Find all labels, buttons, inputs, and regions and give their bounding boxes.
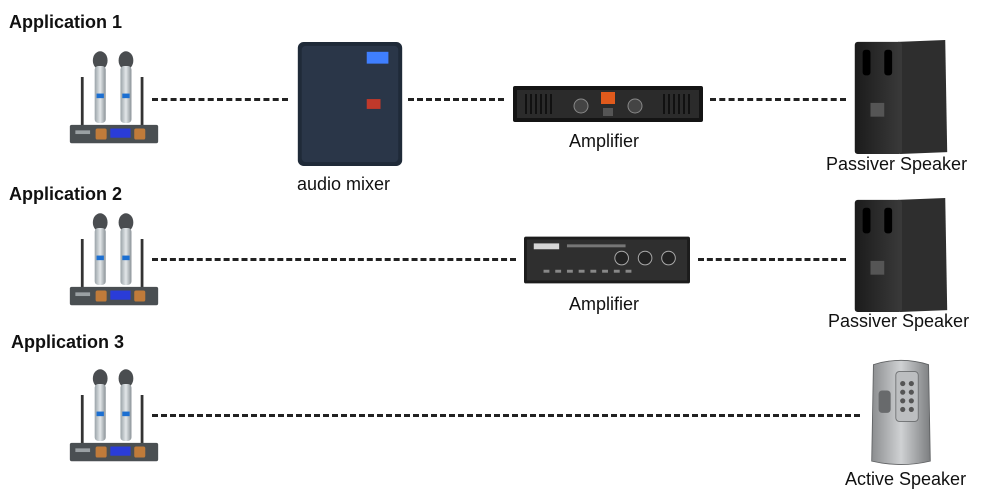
amplifier-label: Amplifier — [569, 294, 640, 314]
connection-line — [710, 98, 846, 101]
wireless-mic-system-3 — [68, 366, 160, 470]
connection-line — [152, 258, 516, 261]
application-3-title: Application 3 — [11, 332, 125, 352]
wireless-mic-system-2 — [68, 210, 160, 314]
passive-speaker-1 — [850, 38, 950, 156]
connection-line — [698, 258, 846, 261]
passive-speaker-2 — [850, 196, 950, 314]
active-speaker-label: Active Speaker — [845, 469, 967, 489]
passive-speaker-label: Passiver Speaker — [826, 154, 968, 174]
connection-line — [408, 98, 504, 101]
power-amplifier — [512, 84, 704, 124]
audio-mixer-label: audio mixer — [297, 174, 391, 194]
application-1-title: Application 1 — [9, 12, 123, 32]
passive-speaker-label: Passiver Speaker — [828, 311, 970, 331]
amplifier-label: Amplifier — [569, 131, 640, 151]
audio-mixer — [295, 40, 405, 168]
active-speaker — [862, 356, 940, 468]
mixing-amplifier — [524, 234, 690, 286]
application-2-title: Application 2 — [9, 184, 123, 204]
connection-line — [152, 98, 288, 101]
wireless-mic-system-1 — [68, 48, 160, 152]
connection-line — [152, 414, 860, 417]
